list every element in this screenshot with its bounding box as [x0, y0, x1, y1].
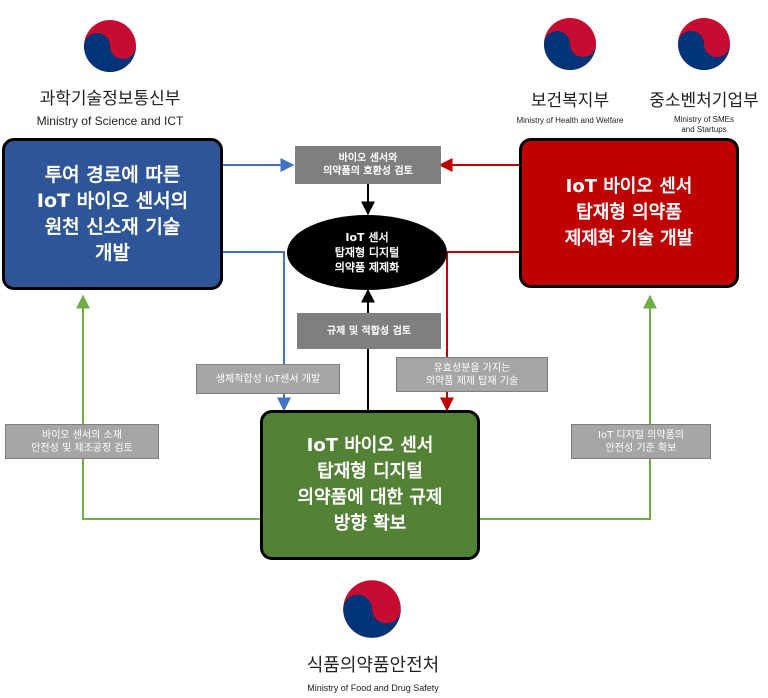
label-biocompat: 생체적합성 IoT센서 개발 [196, 364, 340, 394]
mss-name-kr: 중소벤처기업부 [649, 91, 759, 110]
label-regulation-text: 규제 및 적합성 검토 [326, 325, 412, 337]
msit-emblem [82, 18, 138, 78]
mfds-name-en: Ministry of Food and Drug Safety [307, 683, 439, 693]
label-safety-left-text: 바이오 센서의 소재 안전성 및 제조공정 검토 [31, 429, 133, 454]
mohw-name-en: Ministry of Health and Welfare [516, 116, 624, 125]
arrow-green-to-blue [76, 294, 262, 520]
label-active-text: 유효성분을 가지는 의약품 제제 탑재 기술 [425, 362, 519, 387]
label-biocompat-text: 생체적합성 IoT센서 개발 [215, 373, 321, 385]
red-box-text: IoT 바이오 센서 탑재형 의약품 제제화 기술 개발 [564, 176, 694, 249]
label-compat-text: 바이오 센서와 의약품의 호환성 검토 [323, 153, 413, 177]
mss-name-en: Ministry of SMEs and Startups [673, 115, 734, 134]
mss-label: 중소벤처기업부 Ministry of SMEs and Startups [640, 86, 768, 135]
blue-box: 투여 경로에 따른 IoT 바이오 센서의 원천 신소재 기술 개발 [2, 138, 223, 290]
arrow-blue-to-green [222, 251, 291, 412]
mss-emblem [676, 16, 732, 76]
msit-name-kr: 과학기술정보통신부 [39, 89, 181, 108]
mohw-name-kr: 보건복지부 [530, 91, 610, 110]
arrow-green-to-red [478, 294, 657, 520]
mfds-emblem [341, 578, 403, 644]
msit-name-en: Ministry of Science and ICT [36, 114, 184, 128]
mfds-name-kr: 식품의약품안전처 [306, 655, 440, 675]
msit-label: 과학기술정보통신부 Ministry of Science and ICT [10, 84, 210, 128]
blue-box-text: 투여 경로에 따른 IoT 바이오 센서의 원천 신소재 기술 개발 [36, 164, 189, 264]
label-safety-right-text: IoT 디지털 의약품의 안전성 기준 확보 [598, 429, 684, 454]
mfds-label: 식품의약품안전처 Ministry of Food and Drug Safet… [262, 651, 484, 693]
taegeuk-icon [84, 20, 136, 72]
green-box: IoT 바이오 센서 탑재형 디지털 의약품에 대한 규제 방향 확보 [260, 410, 480, 560]
taegeuk-icon [544, 18, 596, 70]
taegeuk-icon [678, 18, 730, 70]
center-ellipse: IoT 센서 탑재형 디지털 의약품 제제화 [287, 215, 447, 290]
label-safety-right: IoT 디지털 의약품의 안전성 기준 확보 [571, 424, 711, 459]
label-regulation: 규제 및 적합성 검토 [297, 313, 441, 349]
label-safety-left: 바이오 센서의 소재 안전성 및 제조공정 검토 [5, 424, 159, 459]
mohw-emblem [542, 16, 598, 76]
label-compat: 바이오 센서와 의약품의 호환성 검토 [295, 146, 441, 184]
taegeuk-icon [343, 580, 401, 638]
red-box: IoT 바이오 센서 탑재형 의약품 제제화 기술 개발 [519, 138, 739, 288]
mohw-label: 보건복지부 Ministry of Health and Welfare [500, 86, 640, 125]
center-ellipse-text: IoT 센서 탑재형 디지털 의약품 제제화 [334, 231, 400, 274]
label-active: 유효성분을 가지는 의약품 제제 탑재 기술 [396, 357, 548, 392]
green-box-text: IoT 바이오 센서 탑재형 디지털 의약품에 대한 규제 방향 확보 [297, 435, 443, 534]
